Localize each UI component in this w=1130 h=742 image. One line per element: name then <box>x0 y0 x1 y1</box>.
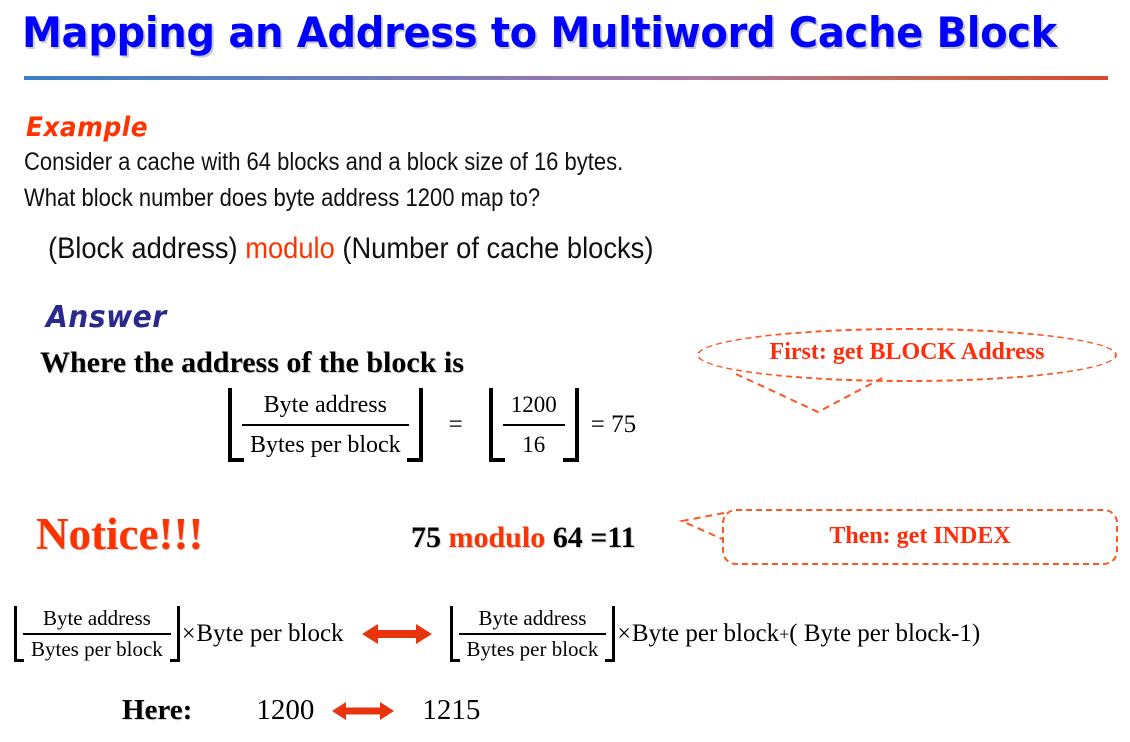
bottom-tail-right-2: ( Byte per block-1) <box>789 620 981 647</box>
bottom-fraction-left-numerator: Byte address <box>42 606 151 630</box>
title-divider-rule <box>24 76 1108 80</box>
answer-where-text: Where the address of the block is <box>40 346 464 379</box>
modulo-definition-line: (Block address) modulo (Number of cache … <box>48 232 653 266</box>
callout-then-tail <box>678 512 725 540</box>
fraction-byte-address-over-bytes-per-block: Byte address Bytes per block <box>242 388 409 462</box>
notice-heading: Notice!!! <box>36 509 204 559</box>
here-label: Here: <box>122 694 193 726</box>
here-value-right: 1215 <box>422 694 481 726</box>
bottom-fraction-right-denominator: Bytes per block <box>458 633 607 662</box>
example-line-2: What block number does byte address 1200… <box>24 184 541 212</box>
callout-first-label: First: get BLOCK Address <box>769 339 1045 365</box>
page-title: Mapping an Address to Multiword Cache Bl… <box>22 8 1057 57</box>
bottom-fraction-right-numerator: Byte address <box>478 606 587 630</box>
fraction-numerator-value: 1200 <box>510 392 557 417</box>
callout-then-get-index: Then: get INDEX <box>722 509 1118 565</box>
modulo-calculation: 75 modulo 64 =11 <box>411 521 636 555</box>
bottom-fraction-left-denominator: Bytes per block <box>23 633 171 662</box>
modulo-definition-suffix: (Number of cache blocks) <box>334 232 654 265</box>
callout-then-label: Then: get INDEX <box>829 523 1011 549</box>
example-heading: Example <box>26 112 149 143</box>
here-example-row: Here: 1200 1215 <box>122 694 480 727</box>
equals-sign: = <box>448 411 463 438</box>
bottom-floor-bracket-left: Byte address Bytes per block <box>14 606 180 662</box>
bottom-fraction-right: Byte address Bytes per block <box>458 606 607 662</box>
fraction-denominator-value: 16 <box>502 424 565 462</box>
modulo-definition-prefix: (Block address) <box>48 232 246 265</box>
modulo-calc-keyword: modulo <box>448 521 546 554</box>
fraction-1200-over-16: 1200 16 <box>502 388 565 462</box>
modulo-calc-operand-left: 75 <box>411 521 449 554</box>
modulo-calc-operand-right: 64 =11 <box>545 521 636 554</box>
bottom-multiply-sign-left: × <box>181 620 196 647</box>
fraction-denominator: Bytes per block <box>242 424 409 462</box>
bottom-fraction-left: Byte address Bytes per block <box>23 606 171 662</box>
bottom-tail-left: Byte per block <box>196 620 344 647</box>
floor-bracket-right-fraction: 1200 16 <box>488 388 579 462</box>
block-address-equation: Byte address Bytes per block = 1200 16 =… <box>228 388 636 462</box>
fraction-numerator: Byte address <box>263 392 387 418</box>
answer-heading: Answer <box>46 300 167 335</box>
callout-first-tail <box>735 373 887 414</box>
here-double-arrow-icon <box>330 699 396 723</box>
here-value-left: 1200 <box>256 694 315 726</box>
bottom-tail-right: Byte per block <box>631 620 780 647</box>
callout-first-get-block-address: First: get BLOCK Address <box>697 328 1117 382</box>
bottom-plus-sign: + <box>779 623 790 644</box>
example-line-1: Consider a cache with 64 blocks and a bl… <box>24 148 624 176</box>
bottom-floor-bracket-right: Byte address Bytes per block <box>449 606 616 662</box>
floor-bracket-left-fraction: Byte address Bytes per block <box>228 388 423 462</box>
double-arrow-icon <box>360 621 434 647</box>
bottom-range-equation: Byte address Bytes per block × Byte per … <box>14 606 980 662</box>
modulo-keyword: modulo <box>245 232 335 265</box>
equation-result: = 75 <box>590 411 637 438</box>
bottom-multiply-sign-right: × <box>617 620 631 647</box>
